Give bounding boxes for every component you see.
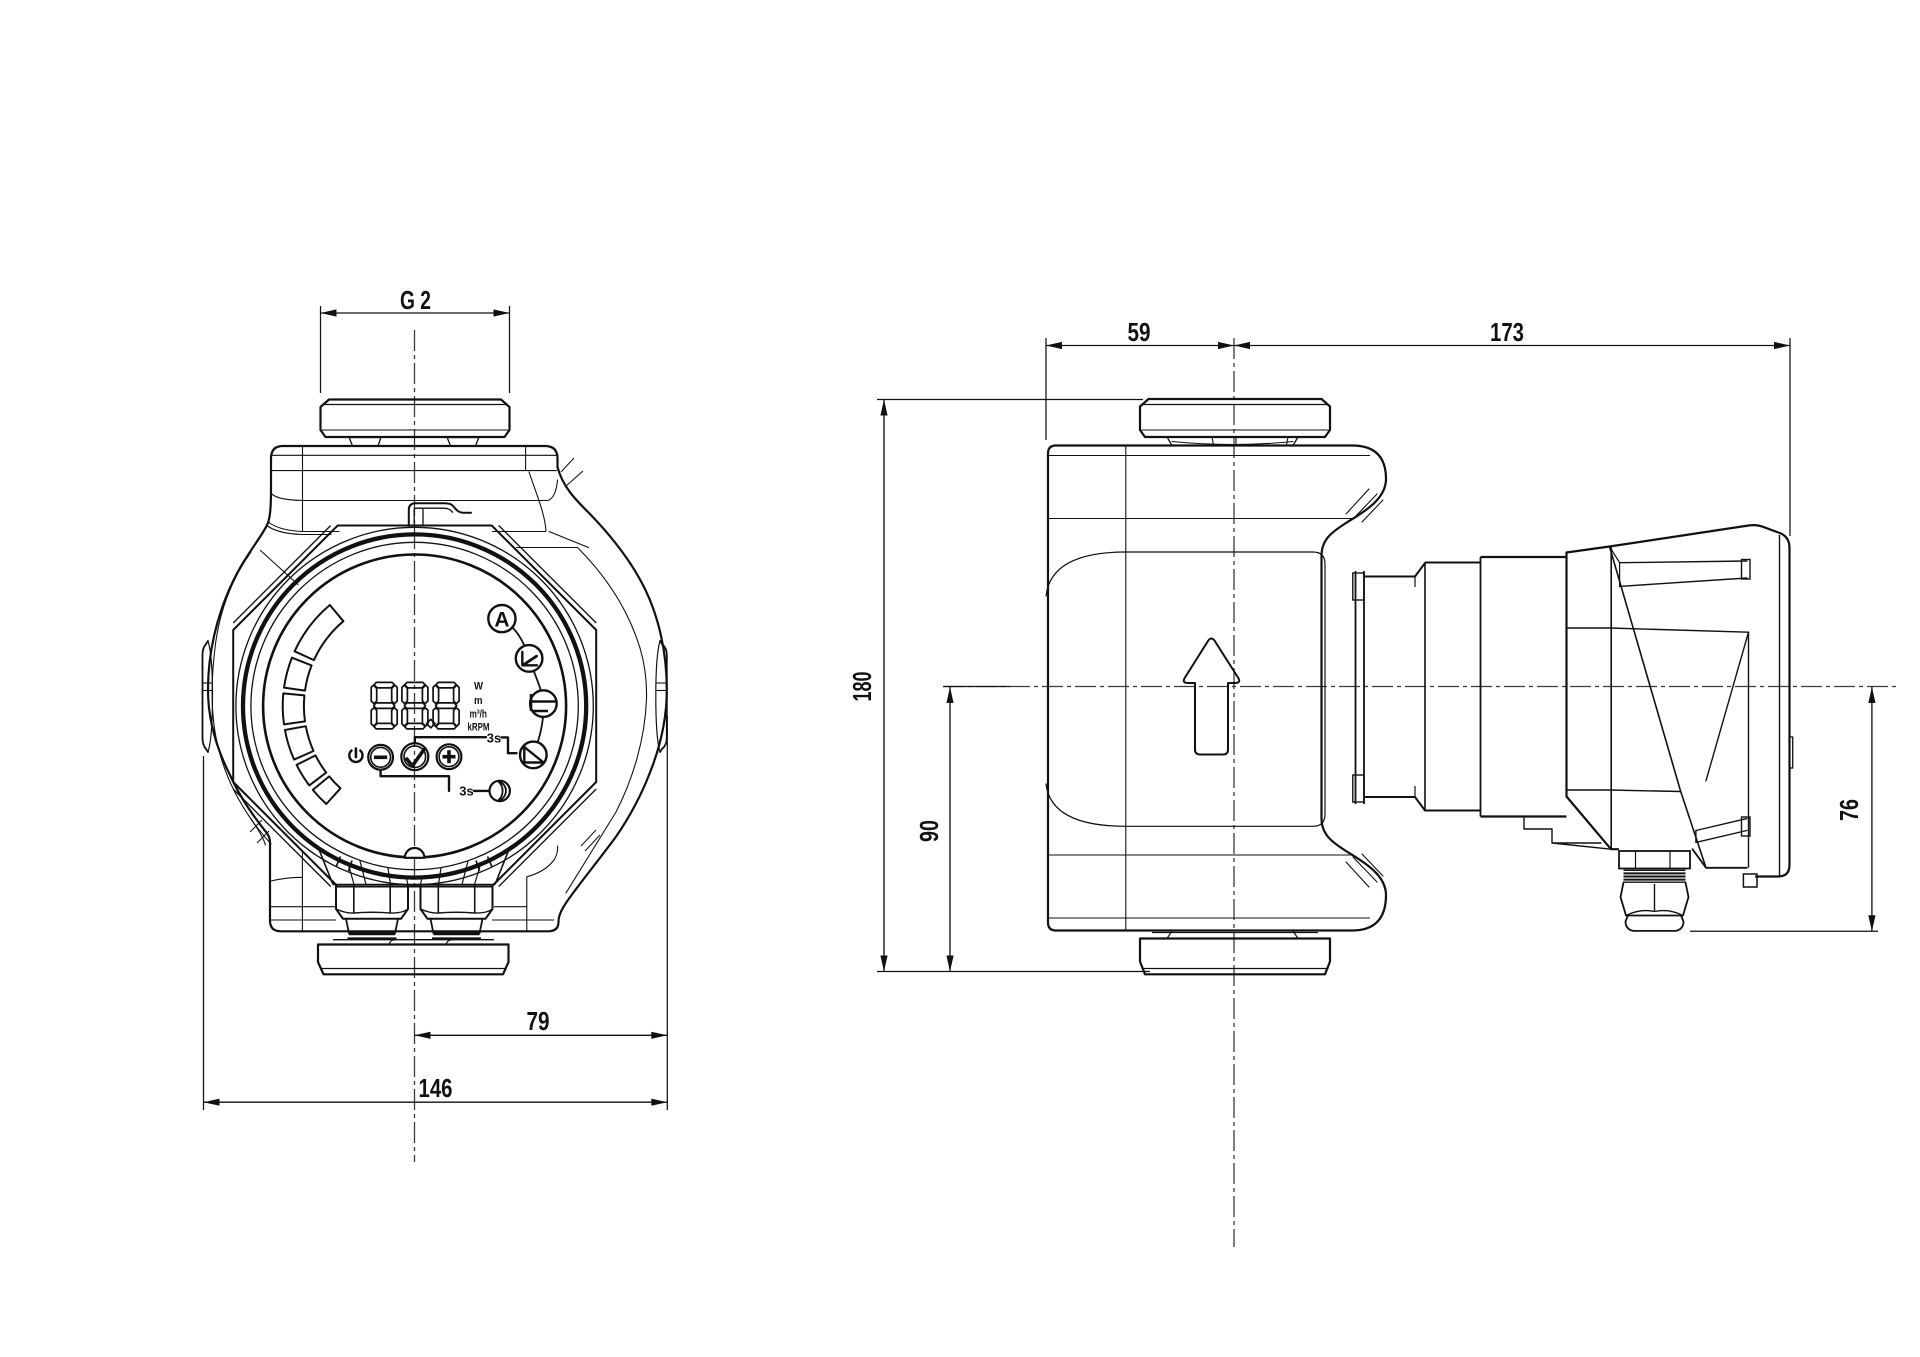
svg-text:3s: 3s [487, 731, 501, 746]
svg-text:G 2: G 2 [400, 285, 431, 315]
svg-text:79: 79 [527, 1006, 550, 1036]
svg-text:146: 146 [419, 1073, 453, 1103]
svg-text:W: W [474, 681, 484, 693]
svg-text:59: 59 [1128, 317, 1151, 347]
svg-text:173: 173 [1490, 317, 1524, 347]
svg-text:m: m [474, 695, 483, 707]
svg-text:m³/h: m³/h [470, 709, 488, 721]
svg-text:kRPM: kRPM [468, 722, 490, 734]
svg-text:180: 180 [847, 672, 877, 702]
svg-text:90: 90 [914, 820, 944, 842]
svg-text:76: 76 [1834, 799, 1864, 821]
svg-text:3s: 3s [459, 784, 473, 799]
svg-text:A: A [494, 609, 509, 632]
